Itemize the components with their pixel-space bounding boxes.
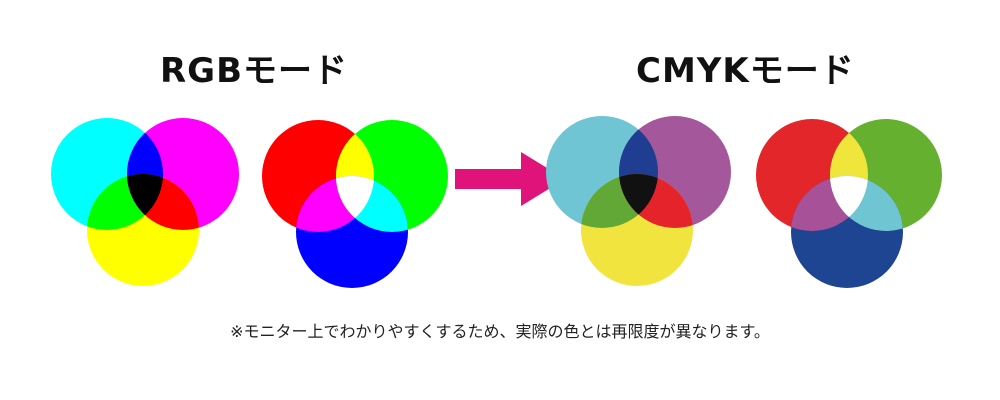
cmyk-additive-venn xyxy=(756,119,942,288)
rgb-subtractive-overlap-right xyxy=(127,174,199,230)
arrow-head xyxy=(521,152,565,206)
cmyk-subtractive-overlap-left xyxy=(581,174,658,228)
cmyk-subtractive-overlap-right xyxy=(619,174,693,228)
color-difference-note: ※モニター上でわかりやすくするため、実際の色とは再限度が異なります。 xyxy=(230,322,770,341)
conversion-arrow-icon xyxy=(455,152,565,206)
rgb-subtractive-overlap-left xyxy=(87,174,163,230)
rgb-mode-heading: RGBモード xyxy=(160,51,349,91)
rgb-subtractive-venn xyxy=(51,118,239,286)
rgb-additive-overlap-left xyxy=(296,176,374,232)
cmyk-mode-heading: CMYKモード xyxy=(636,51,855,91)
cmyk-additive-overlap-left xyxy=(791,176,868,231)
rgb-additive-venn xyxy=(262,120,448,288)
rgb-additive-overlap-right xyxy=(336,176,408,232)
arrow-shaft xyxy=(455,169,523,189)
cmyk-subtractive-venn xyxy=(546,116,731,286)
cmyk-additive-overlap-right xyxy=(830,176,903,231)
